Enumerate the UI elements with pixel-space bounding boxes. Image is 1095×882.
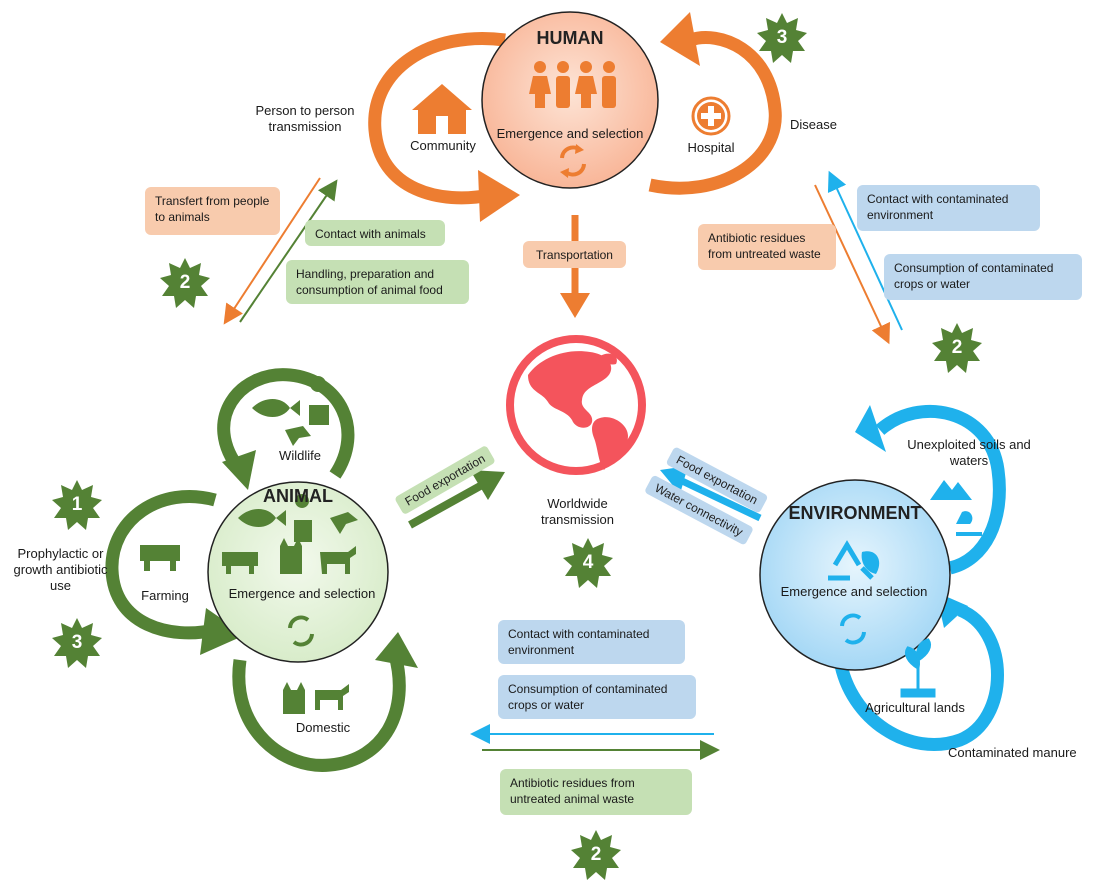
pig-icon	[222, 552, 258, 574]
contact-animals-box: Contact with animals	[305, 220, 445, 246]
animal-title: ANIMAL	[263, 486, 333, 506]
animal-to-human-arrow	[239, 179, 338, 323]
animal-env-residues-box: Antibiotic residues from untreated anima…	[500, 769, 692, 815]
wildlife-cycle-arrow	[217, 368, 355, 490]
person-to-person-label: Person to person transmission	[255, 103, 355, 134]
domestic-label: Domestic	[295, 720, 351, 735]
unexploited-label: Unexploited soils and waters	[907, 437, 1031, 468]
domestic-dog-icon	[315, 684, 349, 710]
animal-subtitle: Emergence and selection	[228, 586, 376, 601]
environment-to-human-arrow	[827, 170, 903, 331]
fish-icon	[238, 509, 286, 527]
people-icon	[529, 61, 616, 108]
human-env-consumption-box: Consumption of contaminated crops or wat…	[884, 254, 1082, 300]
badge-human-3: 3	[757, 13, 807, 63]
leaf-icon	[861, 551, 880, 574]
farming-cycle-arrow	[105, 490, 245, 655]
human-left-cycle-arrow	[368, 32, 520, 222]
monkey-icon	[294, 494, 312, 542]
badge-human-env-2: 2	[932, 323, 982, 373]
environment-title: ENVIRONMENT	[788, 503, 922, 523]
animal-env-contact-box: Contact with contaminated environment	[498, 620, 685, 664]
wildlife-fish-icon	[252, 399, 300, 417]
dog-icon	[320, 546, 356, 574]
farming-label: Farming	[141, 588, 189, 603]
domestic-cycle-arrow	[232, 632, 418, 772]
hospital-label: Hospital	[687, 140, 735, 155]
environment-hub	[759, 479, 951, 671]
human-to-environment-arrow	[814, 184, 890, 345]
plant-icon	[900, 638, 936, 698]
community-label: Community	[410, 138, 476, 153]
transfer-box: Transfert from people to animals	[145, 187, 280, 235]
transportation-box: Transportation	[523, 241, 626, 268]
human-title: HUMAN	[536, 28, 604, 48]
wildlife-monkey-icon	[309, 376, 329, 425]
badge-world-4: 4	[563, 538, 613, 588]
human-subtitle: Emergence and selection	[496, 126, 644, 141]
mountain-icon	[930, 480, 972, 500]
house-icon	[412, 84, 472, 134]
human-env-residues-box: Antibiotic residues from untreated waste	[698, 224, 836, 270]
wildlife-label: Wildlife	[279, 448, 321, 463]
animal-env-consumption-box: Consumption of contaminated crops or wat…	[498, 675, 696, 719]
unexploited-cycle-arrow	[855, 404, 1006, 575]
globe-icon	[506, 335, 646, 475]
env-to-world-arrows	[660, 466, 762, 522]
environment-subtitle: Emergence and selection	[780, 584, 928, 599]
contaminated-manure-label: Contaminated manure	[948, 745, 1077, 760]
wildlife-bird-icon	[285, 426, 311, 446]
animal-recycle-icon	[288, 615, 314, 647]
human-env-contact-box: Contact with contaminated environment	[857, 185, 1040, 231]
handling-box: Handling, preparation and consumption of…	[286, 260, 469, 304]
badge-animal-1: 1	[52, 480, 102, 530]
human-recycle-arrowheads	[560, 144, 584, 178]
domestic-cat-icon	[283, 682, 305, 714]
environment-recycle-icon	[828, 540, 874, 581]
hospital-icon	[691, 96, 731, 136]
cat-icon	[280, 538, 302, 574]
prophylactic-label: Prophylactic or growth antibiotic use	[13, 546, 108, 593]
agricultural-label: Agricultural lands	[865, 700, 965, 715]
disease-label: Disease	[790, 117, 837, 132]
food-export-green-arrow	[408, 470, 505, 529]
badge-human-animal-2: 2	[160, 258, 210, 308]
human-to-animal-arrow	[223, 177, 321, 325]
human-right-cycle-arrow	[648, 12, 782, 195]
bird-icon	[330, 512, 358, 534]
wave-icon	[956, 511, 982, 536]
environment-small-recycle-icon	[840, 613, 866, 645]
farming-pig-icon	[140, 545, 180, 571]
badge-animal-3: 3	[52, 618, 102, 668]
badge-animal-env-2: 2	[571, 830, 621, 880]
worldwide-label: Worldwide transmission	[541, 496, 614, 527]
